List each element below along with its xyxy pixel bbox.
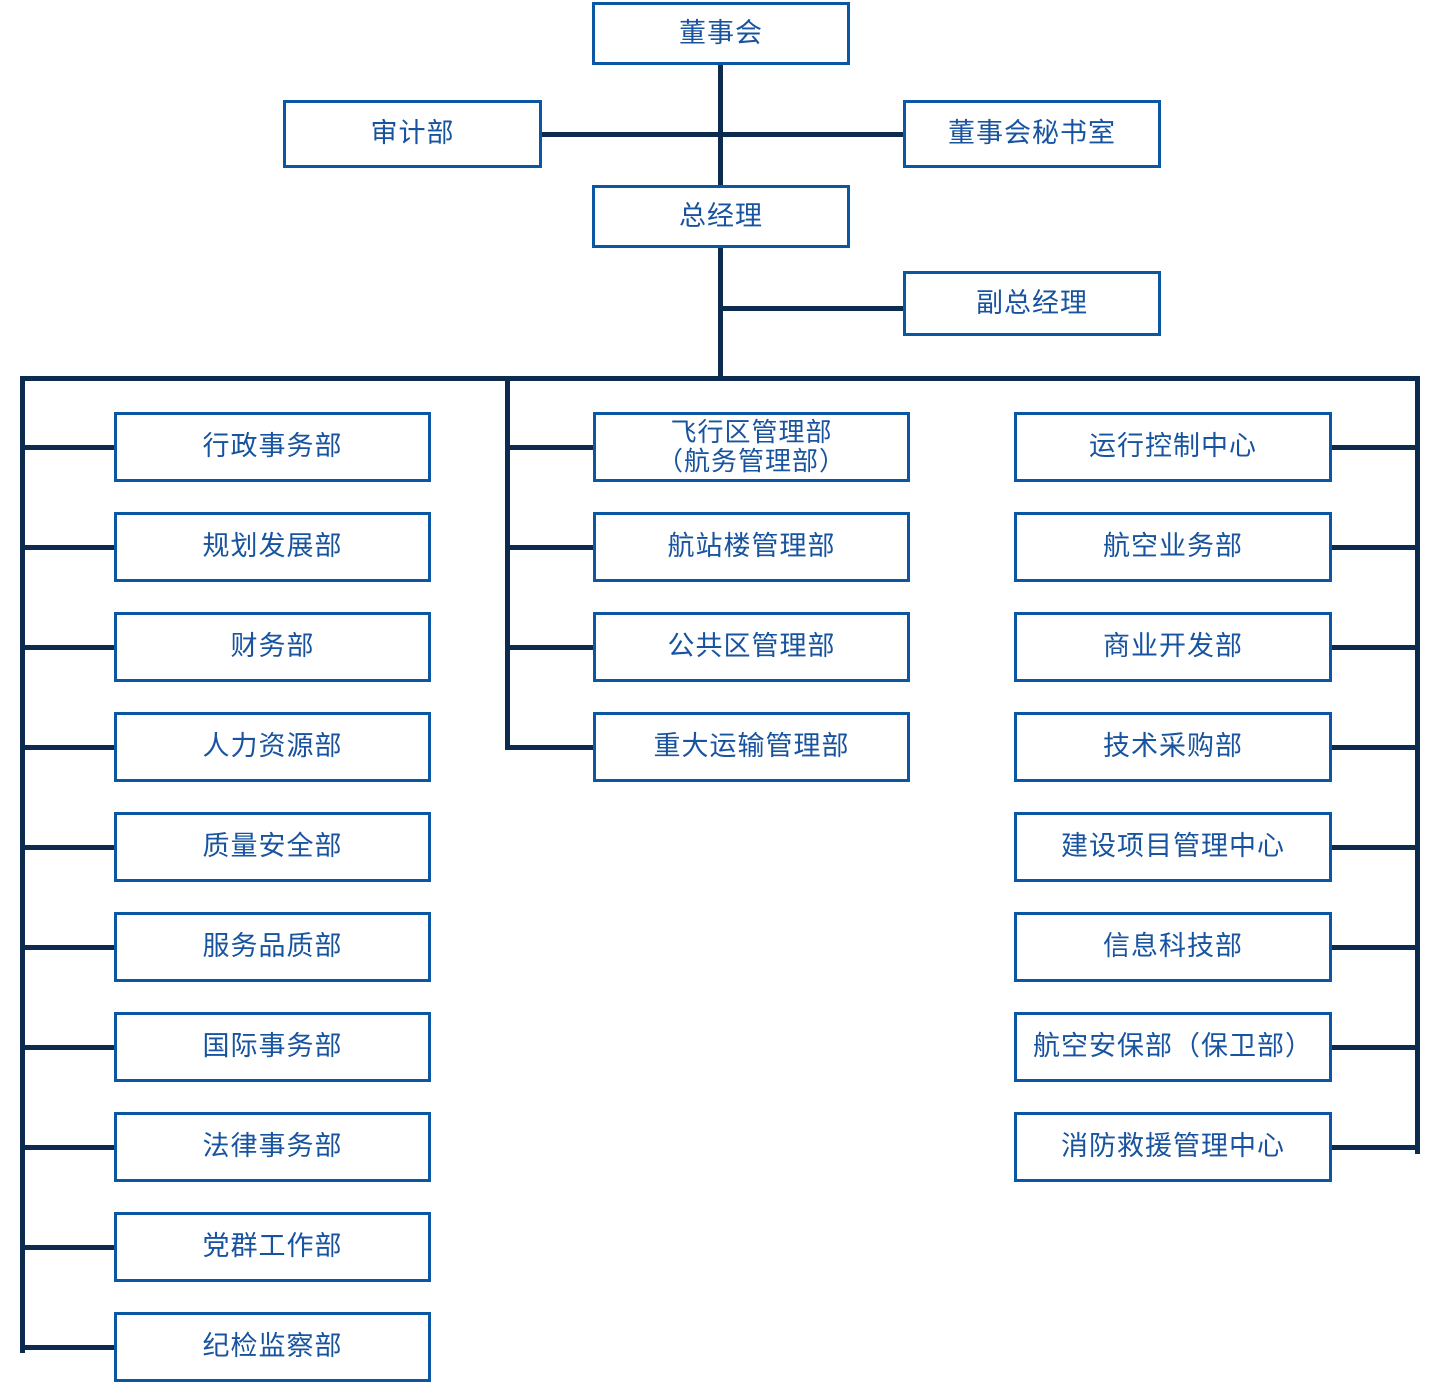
node-left-2[interactable]: 规划发展部 bbox=[114, 512, 431, 582]
node-left-6[interactable]: 服务品质部 bbox=[114, 912, 431, 982]
right-branch-connector bbox=[1332, 545, 1420, 550]
left-branch-connector bbox=[20, 1345, 114, 1350]
right-column-trunk bbox=[1415, 376, 1420, 1154]
node-middle-2[interactable]: 航站楼管理部 bbox=[593, 512, 910, 582]
left-branch-connector bbox=[20, 745, 114, 750]
connector-general-manager-to-main-bus bbox=[718, 248, 723, 380]
right-branch-connector bbox=[1332, 445, 1420, 450]
node-middle-4[interactable]: 重大运输管理部 bbox=[593, 712, 910, 782]
main-distribution-bus bbox=[20, 376, 1420, 381]
node-left-4[interactable]: 人力资源部 bbox=[114, 712, 431, 782]
node-right-1[interactable]: 运行控制中心 bbox=[1014, 412, 1332, 482]
node-right-5[interactable]: 建设项目管理中心 bbox=[1014, 812, 1332, 882]
left-branch-connector bbox=[20, 1045, 114, 1050]
right-branch-connector bbox=[1332, 745, 1420, 750]
node-middle-3[interactable]: 公共区管理部 bbox=[593, 612, 910, 682]
connector-board-to-bus bbox=[718, 65, 723, 137]
node-left-10[interactable]: 纪检监察部 bbox=[114, 1312, 431, 1382]
node-left-7[interactable]: 国际事务部 bbox=[114, 1012, 431, 1082]
middle-branch-connector bbox=[505, 445, 593, 450]
node-left-1[interactable]: 行政事务部 bbox=[114, 412, 431, 482]
middle-branch-connector bbox=[505, 745, 593, 750]
right-branch-connector bbox=[1332, 645, 1420, 650]
node-left-8[interactable]: 法律事务部 bbox=[114, 1112, 431, 1182]
node-left-5[interactable]: 质量安全部 bbox=[114, 812, 431, 882]
left-column-trunk bbox=[20, 376, 25, 1353]
left-branch-connector bbox=[20, 545, 114, 550]
node-board-of-directors[interactable]: 董事会 bbox=[592, 2, 850, 65]
node-deputy-general-manager[interactable]: 副总经理 bbox=[903, 271, 1161, 336]
left-branch-connector bbox=[20, 945, 114, 950]
node-right-2[interactable]: 航空业务部 bbox=[1014, 512, 1332, 582]
middle-branch-connector bbox=[505, 545, 593, 550]
node-middle-1[interactable]: 飞行区管理部 （航务管理部） bbox=[593, 412, 910, 482]
left-branch-connector bbox=[20, 645, 114, 650]
left-branch-connector bbox=[20, 845, 114, 850]
left-branch-connector bbox=[20, 445, 114, 450]
node-right-8[interactable]: 消防救援管理中心 bbox=[1014, 1112, 1332, 1182]
node-right-4[interactable]: 技术采购部 bbox=[1014, 712, 1332, 782]
right-branch-connector bbox=[1332, 845, 1420, 850]
left-branch-connector bbox=[20, 1145, 114, 1150]
right-branch-connector bbox=[1332, 945, 1420, 950]
node-board-secretary-office[interactable]: 董事会秘书室 bbox=[903, 100, 1161, 168]
node-right-7[interactable]: 航空安保部（保卫部） bbox=[1014, 1012, 1332, 1082]
node-left-9[interactable]: 党群工作部 bbox=[114, 1212, 431, 1282]
right-branch-connector bbox=[1332, 1145, 1420, 1150]
node-left-3[interactable]: 财务部 bbox=[114, 612, 431, 682]
right-branch-connector bbox=[1332, 1045, 1420, 1050]
node-audit-department[interactable]: 审计部 bbox=[283, 100, 542, 168]
node-right-6[interactable]: 信息科技部 bbox=[1014, 912, 1332, 982]
connector-bus-to-general-manager bbox=[718, 132, 723, 187]
node-right-3[interactable]: 商业开发部 bbox=[1014, 612, 1332, 682]
connector-to-deputy-general-manager bbox=[718, 306, 905, 311]
middle-column-trunk bbox=[505, 376, 510, 750]
middle-branch-connector bbox=[505, 645, 593, 650]
left-branch-connector bbox=[20, 1245, 114, 1250]
node-general-manager[interactable]: 总经理 bbox=[592, 185, 850, 248]
